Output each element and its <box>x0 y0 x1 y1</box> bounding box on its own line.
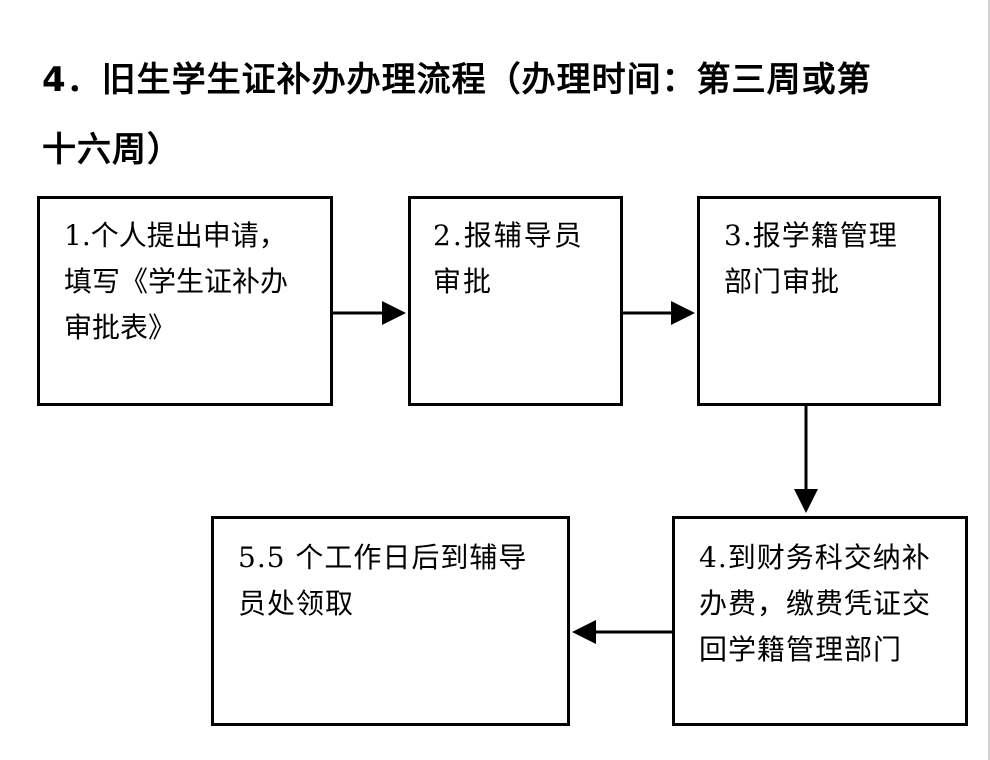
step-4-box: 4.到财务科交纳补 办费，缴费凭证交 回学籍管理部门 <box>672 516 968 726</box>
heading-line-1: 4．旧生学生证补办办理流程（办理时间：第三周或第 <box>42 60 872 100</box>
step-1-box: 1.个人提出申请， 填写《学生证补办 审批表》 <box>37 196 333 406</box>
step-2-box: 2.报辅导员 审批 <box>408 196 623 406</box>
step-3-box: 3.报学籍管理 部门审批 <box>697 196 941 406</box>
page-right-border <box>988 0 990 760</box>
step-5-text: 5.5 个工作日后到辅导 员处领取 <box>238 541 528 620</box>
step-3-text: 3.报学籍管理 部门审批 <box>724 219 898 298</box>
step-4-text: 4.到财务科交纳补 办费，缴费凭证交 回学籍管理部门 <box>699 541 932 666</box>
step-1-text: 1.个人提出申请， 填写《学生证补办 审批表》 <box>64 219 289 344</box>
step-5-box: 5.5 个工作日后到辅导 员处领取 <box>211 516 570 726</box>
heading-line-2: 十六周） <box>42 130 182 170</box>
step-2-text: 2.报辅导员 审批 <box>433 219 584 298</box>
